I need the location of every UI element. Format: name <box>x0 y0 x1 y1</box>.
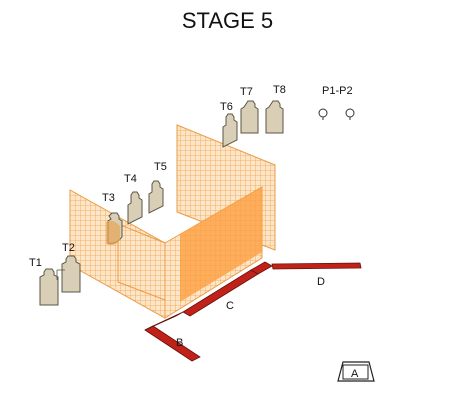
label-t5: T5 <box>154 161 167 173</box>
label-start-a: A <box>351 368 359 380</box>
target-t1 <box>39 268 59 306</box>
label-t6: T6 <box>220 101 233 113</box>
target-t4 <box>127 191 143 225</box>
stage-title: STAGE 5 <box>181 8 274 33</box>
target-t2 <box>61 255 81 293</box>
wall-inner-angled <box>117 223 166 301</box>
fault-line-b <box>144 311 201 362</box>
label-t4: T4 <box>124 173 137 185</box>
label-poppers: P1-P2 <box>322 85 353 97</box>
label-fault-b: B <box>176 337 183 349</box>
label-t7: T7 <box>240 86 253 98</box>
popper-p2 <box>345 108 355 120</box>
popper-p1 <box>318 108 328 120</box>
target-t6 <box>222 113 238 148</box>
label-t3: T3 <box>102 192 115 204</box>
wall-right-front <box>164 186 263 319</box>
label-fault-c: C <box>226 300 234 312</box>
target-t5 <box>148 180 164 214</box>
fault-line-d <box>271 262 362 270</box>
label-t1: T1 <box>29 257 42 269</box>
target-t3 <box>106 212 123 246</box>
start-box-a <box>337 361 375 382</box>
target-t8 <box>265 100 284 134</box>
label-t2: T2 <box>62 242 75 254</box>
label-fault-d: D <box>317 276 325 288</box>
label-t8: T8 <box>273 84 286 96</box>
target-t7 <box>240 100 259 134</box>
